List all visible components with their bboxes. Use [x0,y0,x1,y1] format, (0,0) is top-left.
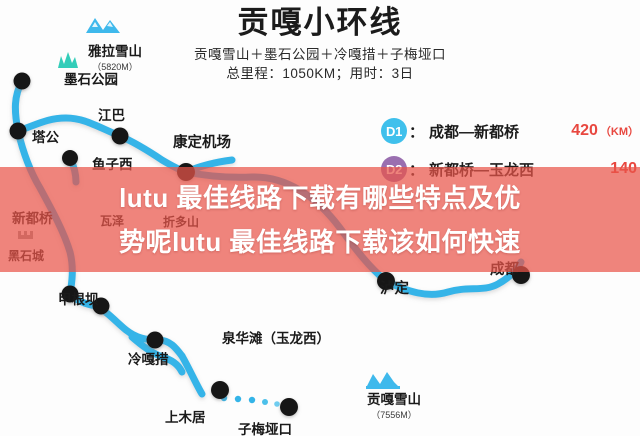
header-subtitle-highlights: 贡嘎雪山＋墨石公园＋冷嘎措＋子梅垭口 [194,47,446,62]
mountain-icon-moshi [58,52,78,68]
route-segment-tagong-jiangba [14,114,124,140]
map-label-name: 泉华滩（玉龙西） [222,331,330,346]
map-label-0: 雅拉雪山 （5820M） [88,40,142,73]
legend-colon-d1: ： [409,123,425,141]
header-subtitle-stats: 总里程：1050KM；用时：3日 [226,66,414,81]
node-lenggacuo [146,331,164,349]
node-yuzixi [62,150,78,166]
legend-route-d1: 成都—新都桥 [429,123,520,141]
poster-header: 贡嘎小环线 贡嘎雪山＋墨石公园＋冷嘎措＋子梅垭口 总里程：1050KM；用时：3… [0,4,640,83]
map-label-12: 泉华滩（玉龙西） [222,327,330,347]
route-dotted-shangmuju-zimeiyakou [220,394,280,407]
node-zimeiyakou [280,398,298,416]
map-label-name: 塔公 [32,130,59,145]
legend-distance-d1: 420 [571,122,598,139]
day-badge-d1: D1 [381,118,407,144]
map-label-name: 甲根坝 [58,292,99,307]
page-title: 贡嘎小环线 [237,5,403,40]
map-label-1: 墨石公园 [64,68,118,88]
map-label-13: 上木居 [165,406,206,426]
legend-row-d1: D1 ： 成都—新都桥 420 （KM） [381,112,639,150]
route-node-group [9,72,530,416]
mountain-icon-gongga [366,372,400,389]
map-label-name: 泸定 [380,281,409,297]
node-tagong [9,122,27,140]
node-moshi-gongyuan [13,72,31,90]
map-label-name: 子梅垭口 [238,422,292,436]
map-label-10: 甲根坝 [58,288,99,308]
node-xinduqiao [61,285,79,303]
map-label-2: 江巴 [98,104,125,124]
map-label-15: 泸定 [380,277,409,298]
map-label-name: 江巴 [98,108,125,123]
map-label-name: 上木居 [165,410,206,425]
node-jiagenba [92,297,110,315]
route-segment-quanhuatan-shangmuju [178,352,206,398]
map-label-14: 子梅垭口 [238,418,292,436]
map-label-name: 雅拉雪山 [88,44,142,59]
map-label-name: 康定机场 [173,135,231,151]
legend-distance-unit-d1: （KM） [599,126,639,138]
map-label-5: 康定机场 [173,131,231,152]
node-jiangba [111,127,129,145]
map-label-11: 冷嘎措 [128,348,169,368]
node-luding [377,272,395,290]
watermark-line-1: lutu 最佳线路下载有哪些特点及优 [119,183,521,213]
mountain-icon-yala [86,18,120,33]
map-label-altitude: （5820M） [92,62,138,72]
node-shangmuju [211,381,229,399]
map-label-name: 墨石公园 [64,72,118,87]
watermark-line-2: 势呢lutu 最佳线路下载该如何快速 [119,227,521,257]
route-segment-lengga-branch [128,333,186,376]
map-label-name: 贡嘎雪山 [367,392,421,407]
watermark-band [0,167,640,272]
map-label-altitude: （7556M） [371,410,417,420]
map-label-name: 冷嘎措 [128,352,169,367]
route-segment-jiagenba-lengga [92,302,186,360]
map-label-3: 塔公 [32,126,59,146]
watermark-text: lutu 最佳线路下载有哪些特点及优 势呢lutu 最佳线路下载该如何快速 [0,168,640,272]
map-label-17: 贡嘎雪山 （7556M） [367,388,421,421]
